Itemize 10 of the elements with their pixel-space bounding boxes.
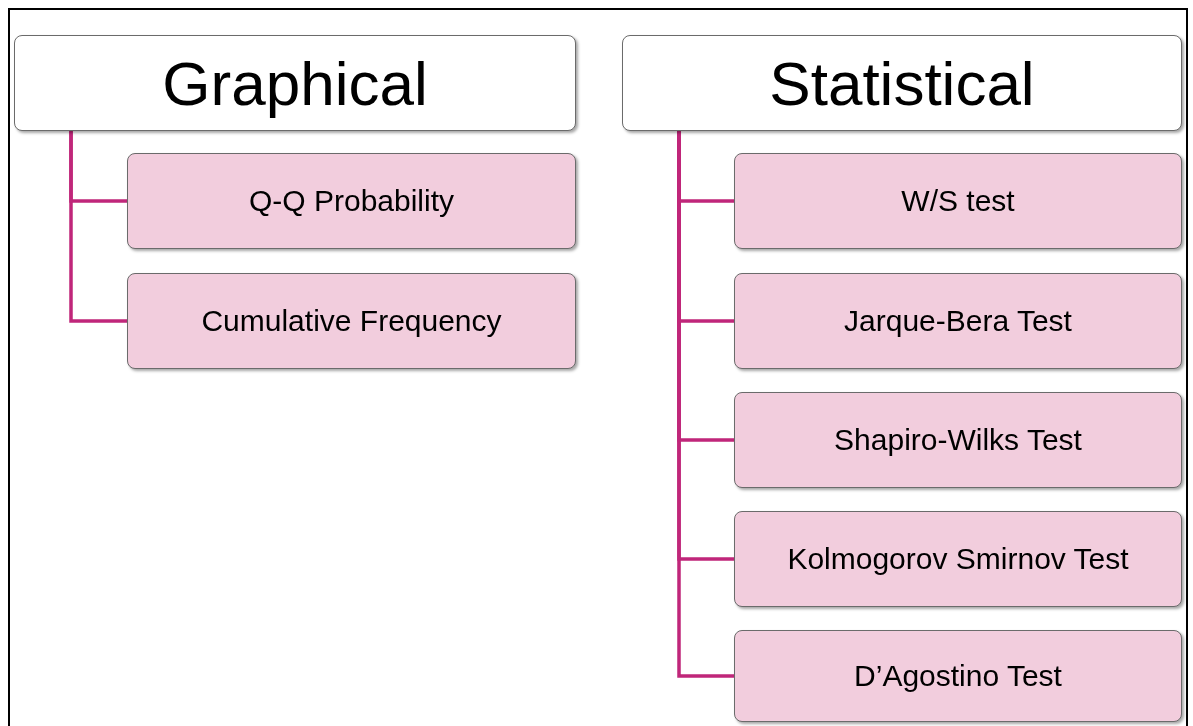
method-box: Kolmogorov Smirnov Test [734, 511, 1182, 607]
method-box: Cumulative Frequency [127, 273, 576, 369]
method-box: Q-Q Probability [127, 153, 576, 249]
method-box: Jarque-Bera Test [734, 273, 1182, 369]
category-box: Graphical [14, 35, 576, 131]
category-box: Statistical [622, 35, 1182, 131]
connector-line [69, 131, 127, 323]
method-box: Shapiro-Wilks Test [734, 392, 1182, 488]
method-box: D’Agostino Test [734, 630, 1182, 722]
method-box: W/S test [734, 153, 1182, 249]
